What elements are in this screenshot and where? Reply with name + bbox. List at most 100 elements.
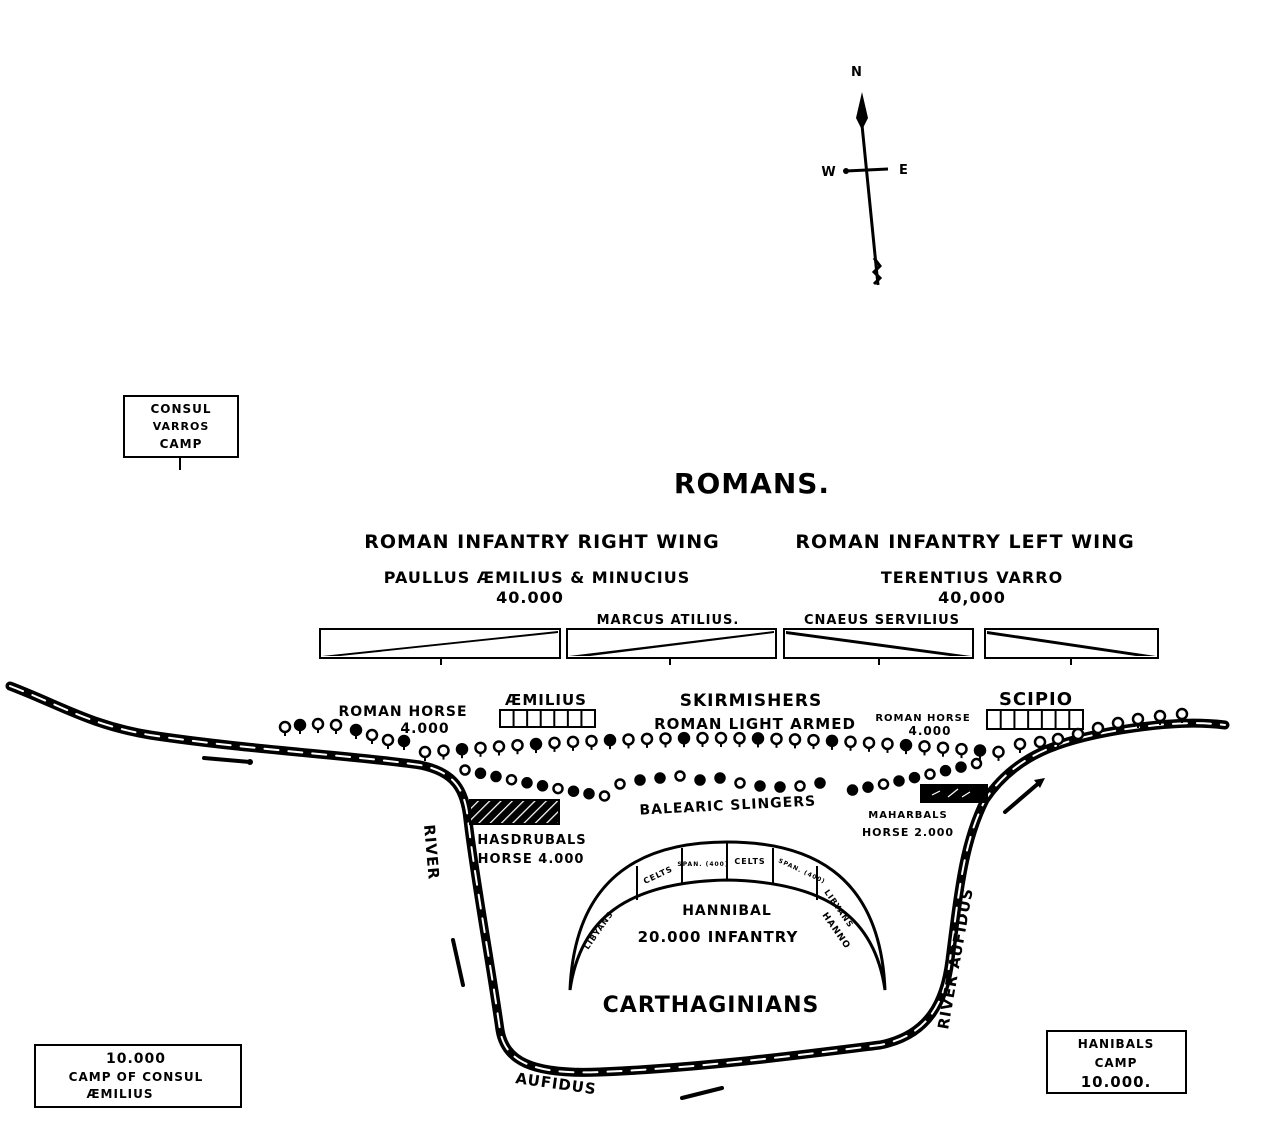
hannibal-label: HANNIBAL — [682, 903, 772, 919]
skirmisher-marker — [696, 731, 709, 745]
skirmisher-marker — [1013, 737, 1027, 751]
skirmisher-marker — [1051, 732, 1065, 746]
slinger-marker — [552, 782, 564, 795]
hannibal-camp-line-1: HANIBALS — [1078, 1037, 1155, 1051]
skirmisher-marker — [622, 733, 635, 746]
hannibal-camp-line-3: 10.000. — [1081, 1073, 1152, 1091]
skirmisher-marker — [474, 741, 487, 755]
slinger-marker — [654, 772, 666, 784]
right-wing-strength: 40.000 — [496, 588, 564, 607]
slinger-marker — [814, 777, 826, 789]
skirmisher-marker — [733, 731, 746, 745]
skirmisher-marker — [511, 738, 524, 752]
skirmisher-marker — [311, 717, 325, 731]
aemilius-label: ÆMILIUS — [505, 691, 587, 709]
romans-title: ROMANS. — [674, 467, 830, 500]
varro-camp-line-2: VARROS — [153, 420, 210, 433]
skirmisher-marker — [548, 736, 561, 750]
left-wing-strength: 40,000 — [938, 588, 1006, 607]
skirmisher-marker — [437, 744, 450, 757]
skirmisher-marker — [603, 733, 617, 747]
slinger-marker — [536, 780, 549, 792]
skirmisher-marker — [397, 734, 411, 748]
scipio-cavalry-block — [986, 709, 1084, 730]
varro-camp-line-1: CONSUL — [150, 402, 211, 416]
slinger-marker — [924, 768, 936, 780]
skirmisher-marker — [329, 718, 343, 732]
compass-east-label: E — [899, 163, 909, 178]
slinger-marker — [614, 778, 626, 790]
infantry-block — [984, 628, 1159, 665]
skirmisher-marker — [881, 737, 894, 751]
river-aufidus — [5, 681, 1230, 1100]
crescent-segment-label: CELTS — [734, 857, 765, 866]
compass-rose: N W E — [821, 65, 909, 286]
maharbal-title: MAHARBALS — [868, 810, 947, 821]
infantry-block — [319, 628, 561, 665]
skirmisher-marker — [770, 732, 783, 746]
slinger-marker — [893, 775, 905, 787]
skirmisher-marker — [992, 745, 1005, 759]
slinger-marker — [505, 773, 518, 786]
skirmisher-marker — [936, 741, 950, 754]
skirmisher-marker — [1131, 712, 1145, 726]
skirmisher-marker — [1091, 721, 1105, 735]
maharbal-subtitle: HORSE 2.000 — [862, 826, 954, 839]
consul-aemilius-camp: 10.000 CAMP OF CONSUL ÆMILIUS — [34, 1044, 242, 1108]
slinger-marker — [634, 774, 646, 786]
skirmisher-marker — [751, 732, 765, 745]
skirmisher-marker — [349, 723, 363, 737]
slinger-marker — [862, 781, 874, 793]
current-arrow-icon — [451, 938, 465, 987]
slinger-marker — [474, 767, 487, 780]
cnaeus-servilius-label: CNAEUS SERVILIUS — [804, 613, 960, 628]
skirmisher-marker — [1153, 709, 1167, 723]
current-arrow-icon — [680, 1086, 724, 1100]
roman-horse-right-strength: 4.000 — [400, 721, 449, 737]
slinger-marker — [674, 770, 686, 782]
maharbal-horse-block — [920, 784, 988, 803]
slinger-marker — [521, 777, 533, 789]
slinger-marker — [459, 764, 471, 776]
infantry-block — [783, 628, 974, 665]
compass-north-label: N — [851, 65, 863, 80]
skirmisher-marker — [1111, 716, 1125, 730]
skirmisher-marker — [529, 737, 543, 751]
skirmisher-marker — [899, 738, 913, 752]
slinger-marker — [970, 757, 983, 770]
compass-west-label: W — [821, 165, 836, 180]
skirmisher-marker — [418, 745, 432, 759]
slinger-markers — [459, 757, 983, 802]
slinger-marker — [567, 785, 580, 797]
current-arrow-icon — [1003, 778, 1045, 814]
skirmishers-title: SKIRMISHERS — [680, 691, 823, 711]
slinger-marker — [846, 784, 859, 796]
hannibal-camp-line-2: CAMP — [1095, 1056, 1138, 1070]
right-wing-commanders: PAULLUS ÆMILIUS & MINUCIUS — [384, 568, 691, 587]
right-wing-title: ROMAN INFANTRY RIGHT WING — [364, 531, 720, 553]
carthaginians-title: CARTHAGINIANS — [603, 993, 820, 1018]
skirmisher-marker — [455, 742, 469, 756]
aemilius-camp-line-3: ÆMILIUS — [87, 1087, 154, 1101]
scipio-label: SCIPIO — [999, 689, 1073, 710]
skirmisher-marker — [714, 731, 728, 745]
roman-horse-left-strength: 4.000 — [909, 724, 952, 738]
slinger-marker — [908, 771, 921, 784]
hannibal-strength: 20.000 INFANTRY — [638, 928, 799, 946]
slinger-marker — [877, 778, 890, 790]
slinger-marker — [774, 781, 786, 793]
left-wing-commanders: TERENTIUS VARRO — [881, 568, 1063, 587]
skirmisher-marker — [788, 733, 802, 746]
skirmisher-marker — [955, 742, 968, 756]
infantry-block — [566, 628, 777, 665]
aemilius-cavalry-block — [499, 709, 596, 728]
skirmisher-marker — [844, 735, 857, 749]
skirmisher-marker — [677, 731, 691, 745]
skirmisher-marker — [278, 720, 292, 734]
skirmisher-marker — [973, 744, 987, 757]
slinger-marker — [939, 764, 952, 777]
balearic-slingers-label: BALEARIC SLINGERS — [639, 793, 816, 818]
slinger-marker — [714, 772, 726, 784]
hasdrubal-subtitle: HORSE 4.000 — [478, 852, 585, 867]
